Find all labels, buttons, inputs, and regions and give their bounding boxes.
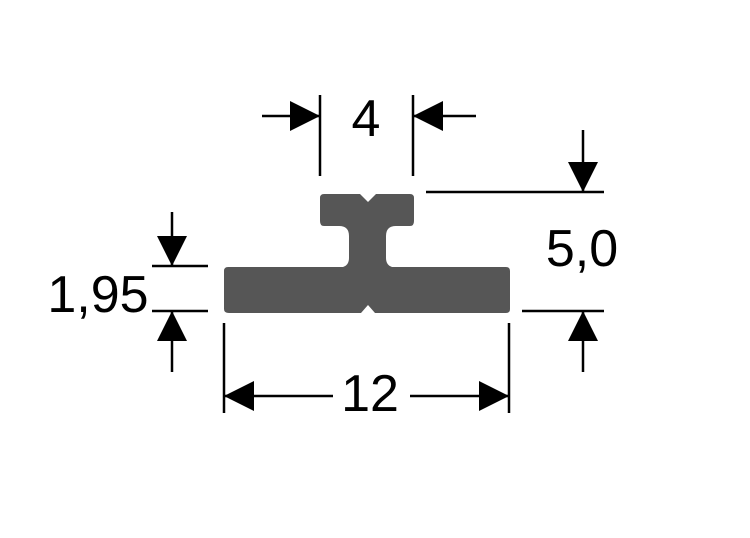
base-width-dimension (222, 323, 511, 413)
total-height-dimension (426, 130, 604, 372)
top-width-label: 4 (352, 90, 381, 148)
base-width-label: 12 (341, 365, 399, 423)
base-thickness-label: 1,95 (47, 266, 148, 324)
top-width-dimension (262, 95, 476, 176)
t-profile-shape (224, 194, 510, 313)
base-thickness-dimension (152, 212, 208, 372)
total-height-label: 5,0 (546, 220, 618, 278)
